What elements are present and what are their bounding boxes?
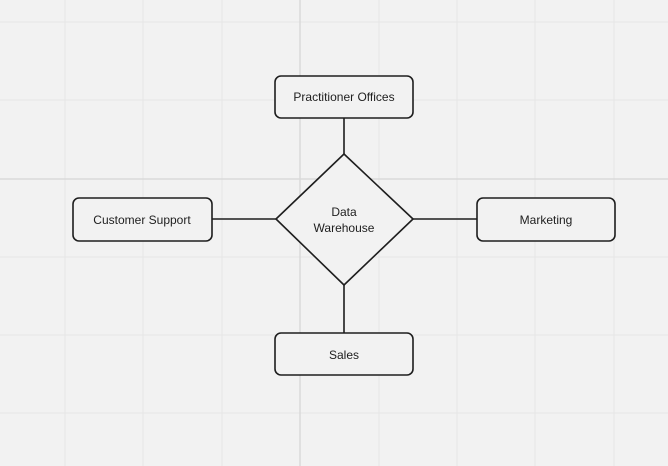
node-label: Customer Support bbox=[93, 213, 191, 227]
node-label: Practitioner Offices bbox=[293, 90, 394, 104]
center-label-line2: Warehouse bbox=[314, 221, 375, 235]
node-label: Marketing bbox=[520, 213, 573, 227]
node-label: Sales bbox=[329, 348, 359, 362]
node-box bbox=[274, 75, 414, 119]
node-marketing[interactable]: Marketing bbox=[476, 197, 616, 242]
node-practitioner-offices[interactable]: Practitioner Offices bbox=[274, 75, 414, 119]
connectors bbox=[212, 118, 477, 333]
node-customer-support[interactable]: Customer Support bbox=[72, 197, 213, 242]
node-sales[interactable]: Sales bbox=[274, 332, 414, 376]
node-data-warehouse[interactable]: Data Warehouse bbox=[275, 153, 414, 286]
node-box bbox=[274, 332, 414, 376]
diamond-shape bbox=[275, 153, 414, 286]
node-box bbox=[72, 197, 213, 242]
node-box bbox=[476, 197, 616, 242]
center-label-line1: Data bbox=[331, 205, 357, 219]
